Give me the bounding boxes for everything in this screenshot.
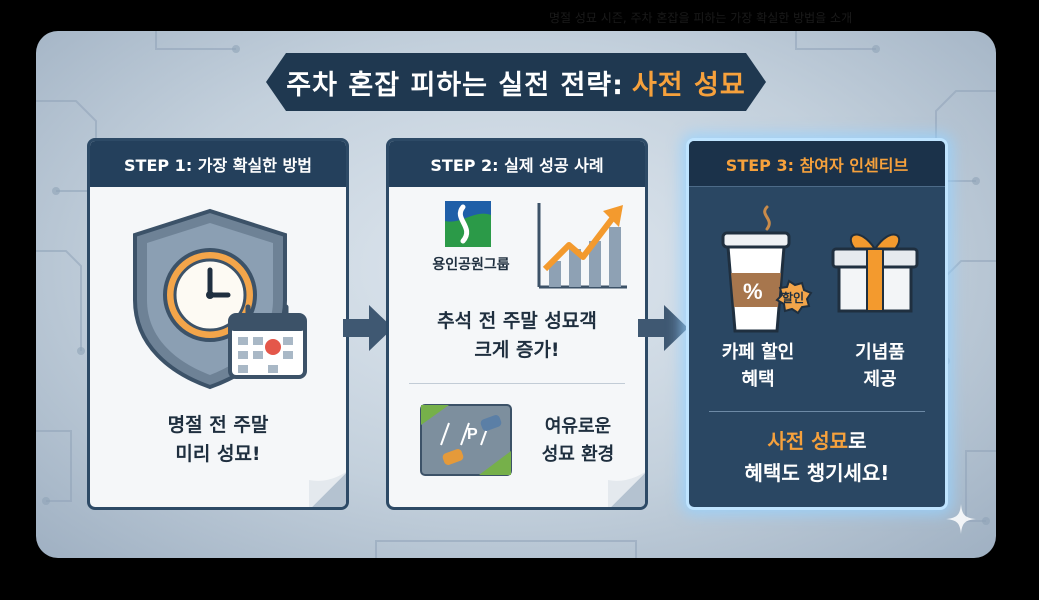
step1-line2: 미리 성묘!: [175, 443, 261, 465]
step3-header: STEP 3: 참여자 인센티브: [689, 141, 945, 187]
calendar-icon: [228, 304, 307, 379]
step3-benefit2-line1: 기념품: [855, 342, 905, 363]
step2-parking-text: 여유로운 성묘 환경: [515, 413, 641, 469]
shield-icon: [133, 208, 307, 390]
step2-parking-line1: 여유로운: [544, 416, 612, 437]
step3-divider: [709, 411, 925, 412]
parking-lot-icon: P: [420, 404, 512, 476]
step2-parking-line2: 성묘 환경: [541, 444, 615, 465]
step3-benefit1: 카페 할인 혜택: [695, 339, 821, 393]
infographic-panel: 주차 혼잡 피하는 실전 전략: 사전 성묘 STEP 1: 가장 확실한 방법: [36, 31, 996, 558]
title-main: 주차 혼잡 피하는 실전 전략:: [286, 69, 624, 101]
page-fold: [608, 471, 645, 507]
page-fold: [309, 471, 346, 507]
step3-benefit1-line1: 카페 할인: [721, 342, 795, 363]
sparkle-icon: [946, 504, 976, 534]
step1-card: STEP 1: 가장 확실한 방법: [87, 138, 349, 510]
step1-text: 명절 전 주말 미리 성묘!: [90, 411, 346, 469]
step3-bottom-accent: 사전 성묘: [767, 429, 849, 453]
coffee-cup-icon: % 할인: [721, 205, 813, 333]
step3-bottom-suffix: 로: [848, 429, 867, 453]
step3-benefit1-line2: 혜택: [741, 369, 775, 390]
parking-sign: P: [467, 426, 478, 443]
company-logo-label: 용인공원그룹: [432, 257, 510, 273]
step2-card: STEP 2: 실제 성공 사례 용인공원그룹 추석 전 주말 성묘객 크게 증…: [386, 138, 648, 510]
gift-box-icon: [831, 233, 919, 313]
title-banner: 주차 혼잡 피하는 실전 전략: 사전 성묘: [266, 53, 766, 111]
step2-line2: 크게 증가!: [474, 339, 560, 361]
coffee-discount-badge: 할인: [782, 290, 804, 305]
step1-line1: 명절 전 주말: [167, 414, 269, 436]
step3-benefit2-line2: 제공: [863, 369, 897, 390]
company-logo-icon: [445, 201, 491, 247]
coffee-percent-symbol: %: [743, 279, 763, 304]
step2-line1: 추석 전 주말 성묘객: [437, 310, 597, 332]
step3-benefit2: 기념품 제공: [817, 339, 943, 393]
circuit-background: [36, 31, 996, 558]
step3-bottom-line2: 혜택도 챙기세요!: [744, 461, 890, 485]
step3-bottom-text: 사전 성묘로 혜택도 챙기세요!: [689, 425, 945, 489]
background-caption: 명절 성묘 시즌, 주차 혼잡을 피하는 가장 확실한 방법을 소개: [549, 6, 1029, 30]
step1-header: STEP 1: 가장 확실한 방법: [90, 141, 346, 187]
step2-divider: [409, 383, 625, 384]
step3-bottom-line1: 사전 성묘로: [689, 425, 945, 457]
step2-header: STEP 2: 실제 성공 사례: [389, 141, 645, 187]
arrow-right-icon: [343, 305, 393, 351]
step2-text: 추석 전 주말 성묘객 크게 증가!: [389, 307, 645, 365]
arrow-right-icon: [638, 305, 688, 351]
growth-chart-icon: [537, 203, 627, 289]
title-accent: 사전 성묘: [631, 69, 746, 101]
background-caption-line: 명절 성묘 시즌, 주차 혼잡을 피하는 가장 확실한 방법을 소개: [549, 11, 853, 25]
step3-card: STEP 3: 참여자 인센티브 % 할인 카페 할인 혜택 기념품 제공: [686, 138, 948, 510]
